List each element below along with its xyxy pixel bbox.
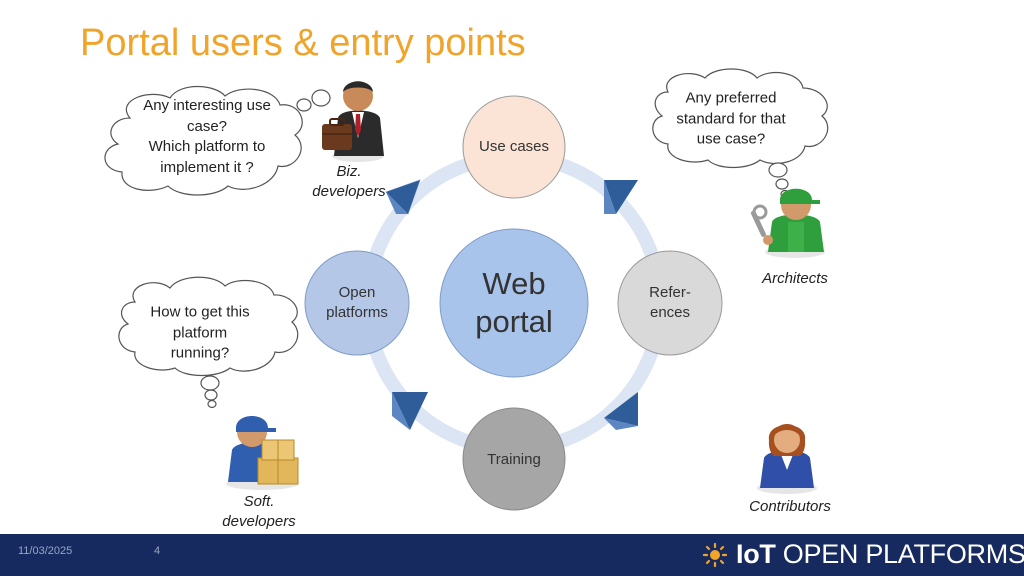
node-open-platforms bbox=[304, 250, 410, 356]
footer-brand-rest: OPEN PLATFORMS bbox=[775, 539, 1024, 569]
cycle-arrow-top-left bbox=[385, 179, 421, 215]
footer-date: 11/03/2025 bbox=[18, 545, 73, 557]
businessman-briefcase-icon bbox=[322, 81, 384, 162]
woman-person-icon bbox=[757, 424, 817, 494]
node-references-label: Refer- ences bbox=[649, 284, 691, 321]
worker-wrench-icon bbox=[750, 188, 825, 258]
node-web-portal-label: Web portal bbox=[475, 266, 553, 339]
cycle-arrow-bottom-right bbox=[604, 392, 638, 430]
cycle-arrow-bottom-left bbox=[392, 392, 428, 430]
node-use-cases-label: Use cases bbox=[478, 138, 550, 155]
slide-title: Portal users & entry points bbox=[80, 22, 526, 64]
thought-bubble-biz bbox=[104, 86, 331, 196]
sun-logo-icon bbox=[702, 542, 728, 568]
role-biz-developers: Biz. developers bbox=[312, 163, 386, 200]
node-training-label: Training bbox=[487, 451, 541, 468]
footer-brand: IoT OPEN PLATFORMS bbox=[736, 539, 1024, 570]
footer-brand-bold: IoT bbox=[736, 539, 776, 569]
node-training bbox=[462, 407, 566, 511]
diagram-canvas bbox=[104, 68, 829, 511]
thought-bubble-soft bbox=[118, 276, 299, 409]
role-architects: Architects bbox=[762, 270, 828, 287]
bubble-soft-text: How to get this platform running? bbox=[150, 303, 250, 362]
role-soft-developers: Soft. developers bbox=[222, 493, 296, 530]
bubble-architects-text: Any preferred standard for that use case… bbox=[676, 89, 786, 148]
footer-page-number: 4 bbox=[154, 545, 161, 557]
node-use-cases bbox=[462, 95, 566, 199]
node-open-platforms-label: Open platforms bbox=[326, 284, 388, 321]
node-web-portal bbox=[439, 228, 589, 378]
bubble-biz-text: Any interesting use case? Which platform… bbox=[143, 97, 271, 176]
node-references bbox=[617, 250, 723, 356]
footer-bar: 11/03/2025 4 IoT OPEN PLATFORMS bbox=[0, 534, 1024, 576]
role-contributors: Contributors bbox=[749, 498, 831, 515]
cycle-arrow-top-right bbox=[604, 180, 638, 214]
worker-boxes-icon bbox=[226, 416, 299, 490]
